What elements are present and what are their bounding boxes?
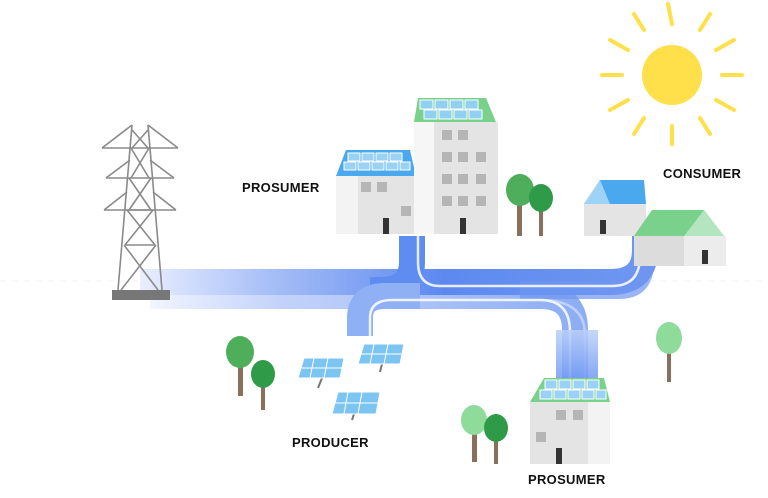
flow-prosumer-top-branch	[370, 236, 425, 303]
house-icon	[634, 210, 726, 266]
tree-icon	[656, 322, 682, 382]
label-prosumer-bottom: PROSUMER	[528, 472, 606, 487]
building-icon	[336, 98, 498, 234]
label-producer: PRODUCER	[292, 435, 369, 450]
tree-icon	[506, 174, 553, 236]
solar-panel-icon	[357, 343, 405, 373]
tree-icon	[226, 336, 275, 410]
tower-base	[112, 290, 170, 300]
transmission-tower-icon	[101, 124, 179, 291]
solar-panel-icon	[331, 391, 381, 421]
sun-icon	[600, 2, 744, 146]
label-consumer: CONSUMER	[663, 166, 742, 181]
flow-producer-branch	[347, 283, 420, 336]
tree-icon	[461, 405, 508, 464]
building-icon	[530, 378, 610, 464]
flow-consumer-branch	[520, 261, 654, 299]
label-prosumer-top: PROSUMER	[242, 180, 320, 195]
flow-prosumer-bottom-branch	[556, 330, 598, 380]
house-icon	[584, 180, 646, 236]
solar-panel-icon	[297, 357, 345, 389]
